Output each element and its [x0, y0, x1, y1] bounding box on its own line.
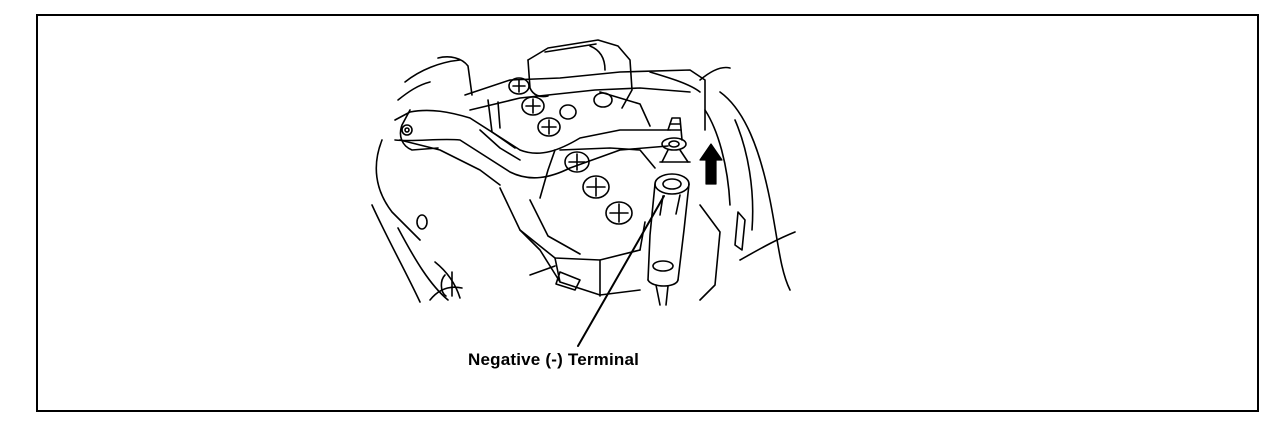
rear-cell-caps: [508, 77, 613, 137]
hold-down-bar: [394, 109, 671, 186]
battery-rear-cover: [464, 39, 706, 161]
engine-bay-outline: [371, 56, 796, 303]
front-cell-caps: [564, 151, 633, 225]
battery-front-case: [499, 147, 721, 301]
figure-frame: [36, 14, 1259, 412]
hold-down-bolt: [661, 117, 687, 151]
negative-terminal-clamp: [647, 149, 691, 306]
negative-terminal-label: Negative (-) Terminal: [468, 350, 640, 369]
removal-direction-arrow-icon: [699, 143, 723, 185]
callout-leader-line: [577, 195, 665, 347]
